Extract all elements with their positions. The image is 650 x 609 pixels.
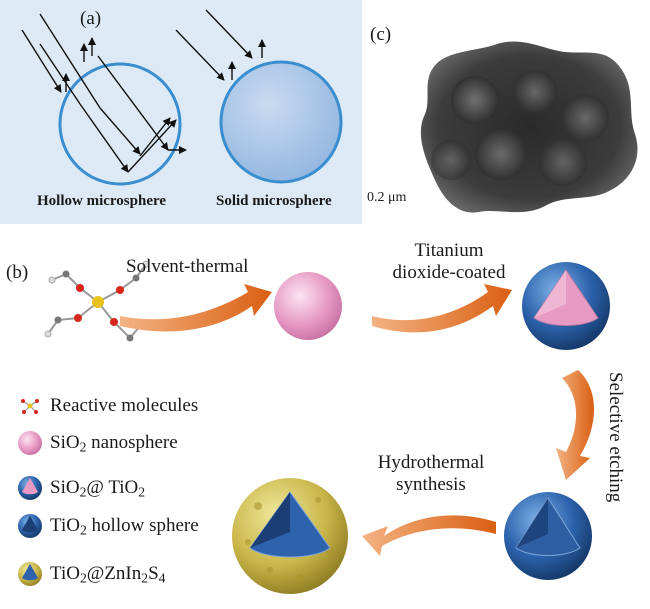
hollow-sphere [58,62,182,186]
legend-reactive-molecules: Reactive molecules [50,395,199,416]
step-hydrothermal-line1: Hydrothermal [377,452,485,473]
arrow-solvent-thermal [120,284,272,332]
arrow-hydrothermal [362,515,496,556]
step-selective-etching: Selective etching [605,372,626,503]
legend-icon-tio2-znin2s4 [18,562,42,586]
sio2-tio2-core-shell [522,262,610,350]
legend-sio2-nanosphere: SiO2 nanosphere [50,432,178,455]
solid-sphere [219,60,343,184]
panel-b-label: (b) [6,262,29,283]
step-titanium-coated-line2: dioxide-coated [392,262,506,283]
scale-bar-label: 0.2 μm [367,190,407,205]
legend-tio2-hollow-sphere: TiO2 hollow sphere [50,515,199,538]
legend-icon-sio2 [18,431,42,455]
panel-a-label: (a) [80,8,102,29]
panel-a-diagram [21,9,343,186]
step-hydrothermal-line2: synthesis [396,474,466,495]
sio2-nanosphere [274,272,342,340]
step-solvent-thermal: Solvent-thermal [126,256,249,277]
synthesis-process-diagram [18,260,610,594]
tem-micrograph [420,41,638,213]
legend-icon-tio2-hollow [18,514,42,538]
panel-c-label: (c) [370,24,392,45]
legend-tio2-znin2s4: TiO2@ZnIn2S4 [50,563,166,586]
arrow-selective-etching [556,370,594,480]
arrow-tio2-coated [372,284,512,333]
legend-icon-molecule [21,399,39,414]
caption-hollow-microsphere: Hollow microsphere [37,193,167,209]
hollow-light-rays [21,13,187,173]
solid-light-rays [175,9,266,81]
reactive-molecule-icon [44,260,150,342]
caption-solid-microsphere: Solid microsphere [216,193,332,209]
tio2-znin2s4-sphere [232,478,348,594]
legend-icon-sio2-tio2 [18,476,42,500]
legend-sio2-tio2: SiO2@ TiO2 [50,477,146,500]
step-titanium-coated-line1: Titanium [414,240,484,261]
tio2-hollow-sphere [504,492,592,580]
